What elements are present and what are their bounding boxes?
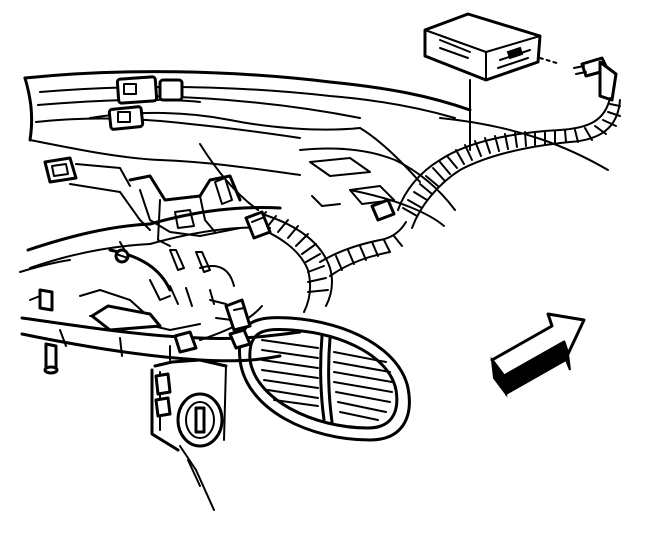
wiring-harness: [244, 97, 621, 313]
ac-outlet-vent: [238, 316, 411, 442]
direction-arrow: [490, 312, 586, 398]
electronic-module: [423, 12, 542, 151]
instrument-panel-carrier: [19, 70, 472, 273]
leader-line: [199, 143, 259, 211]
steering-column-support: [20, 174, 302, 375]
leader-line: [349, 189, 445, 227]
leader-line: [439, 117, 609, 171]
module-connector: [573, 56, 618, 102]
alignment-line: [539, 57, 561, 65]
ignition-switch: [150, 298, 252, 511]
